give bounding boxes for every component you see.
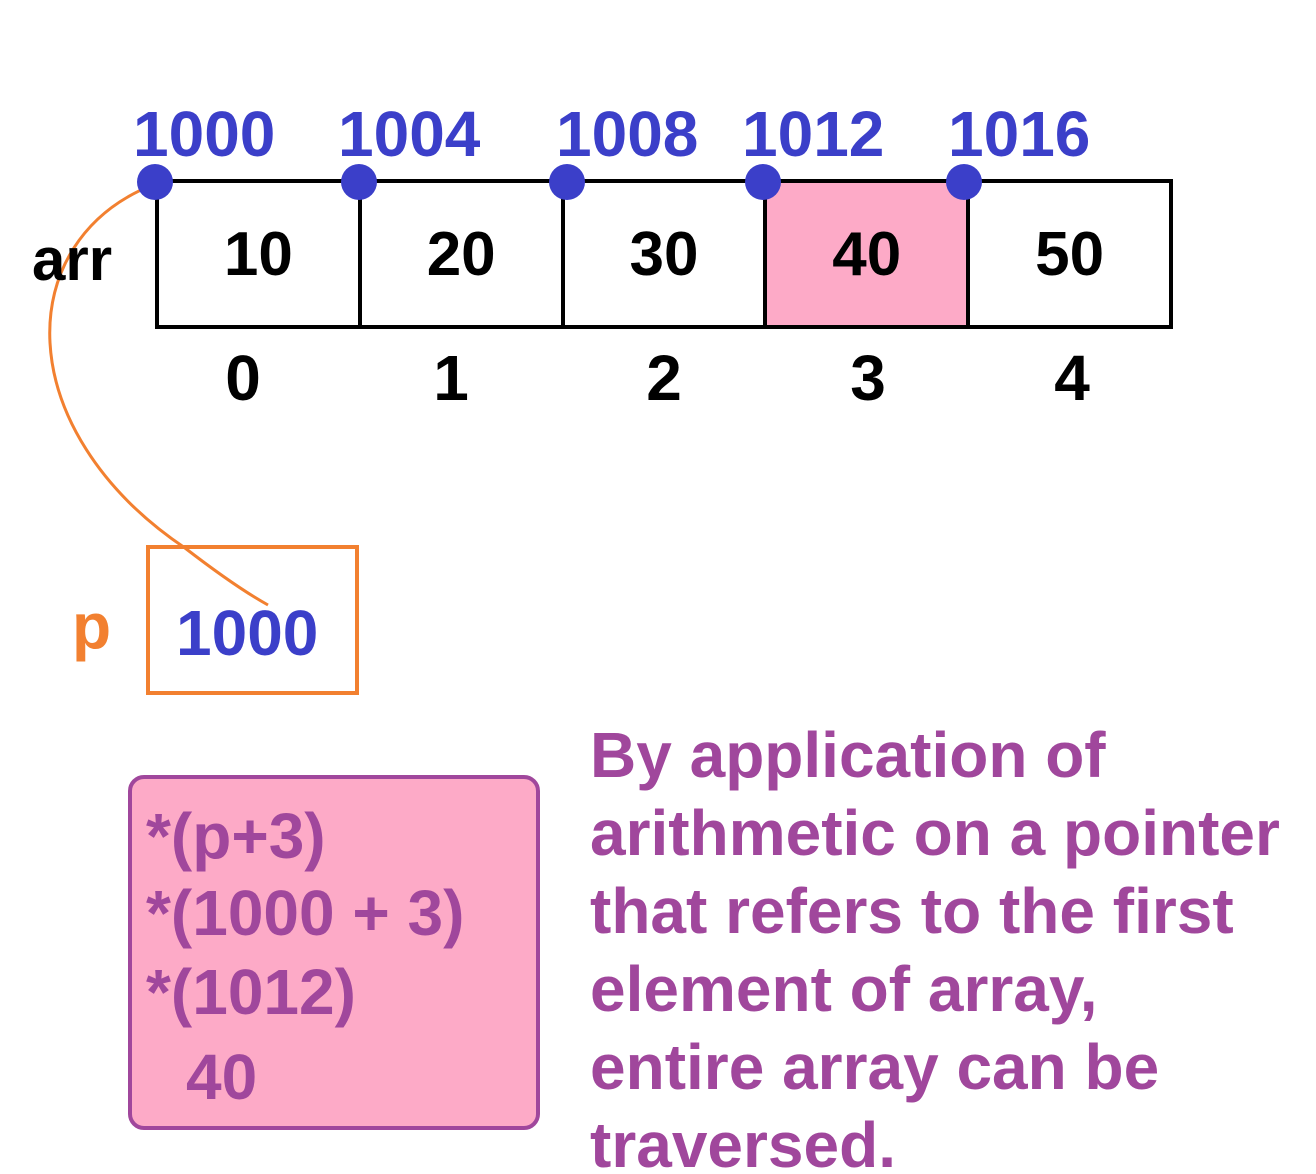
address-label-1: 1004 — [338, 98, 481, 170]
expression-line-1: *(p+3) — [146, 800, 326, 872]
array-index-1: 1 — [433, 342, 469, 414]
array-index-3: 3 — [850, 342, 886, 414]
expression-box — [128, 775, 540, 1130]
address-label-4: 1016 — [948, 98, 1091, 170]
address-dot-0 — [137, 164, 173, 200]
caption-line-6: traversed. — [590, 1109, 896, 1174]
caption-line-1: By application of — [590, 719, 1106, 791]
address-label-3: 1012 — [742, 98, 885, 170]
pointer-name-label: p — [72, 590, 112, 662]
expression-result: 40 — [186, 1041, 258, 1113]
address-dot-4 — [946, 164, 982, 200]
caption-line-2: arithmetic on a pointer — [590, 797, 1280, 869]
array-cell-0: 10 — [159, 183, 362, 325]
address-dot-2 — [549, 164, 585, 200]
pointer-value: 1000 — [176, 597, 319, 669]
address-dot-1 — [341, 164, 377, 200]
array-cell-3-highlighted: 40 — [767, 183, 971, 325]
address-dot-3 — [745, 164, 781, 200]
expression-line-2: *(1000 + 3) — [146, 877, 465, 949]
array-cells: 10 20 30 40 50 — [155, 179, 1173, 329]
address-label-2: 1008 — [556, 98, 699, 170]
explanation-caption: By application of arithmetic on a pointe… — [590, 716, 1316, 1174]
caption-line-4: element of array, — [590, 953, 1098, 1025]
caption-line-5: entire array can be — [590, 1031, 1160, 1103]
pointer-arrow-curve — [48, 182, 269, 607]
array-index-2: 2 — [646, 342, 682, 414]
pointer-box — [146, 545, 359, 695]
array-cell-4: 50 — [1035, 219, 1105, 289]
array-name-label: arr — [32, 226, 113, 293]
caption-line-3: that refers to the first — [590, 875, 1234, 947]
address-label-0: 1000 — [133, 98, 276, 170]
expression-line-3: *(1012) — [146, 956, 356, 1028]
array-index-4: 4 — [1054, 342, 1090, 414]
array-cell-1: 20 — [362, 183, 565, 325]
array-index-0: 0 — [225, 342, 261, 414]
array-cell-2: 30 — [565, 183, 768, 325]
